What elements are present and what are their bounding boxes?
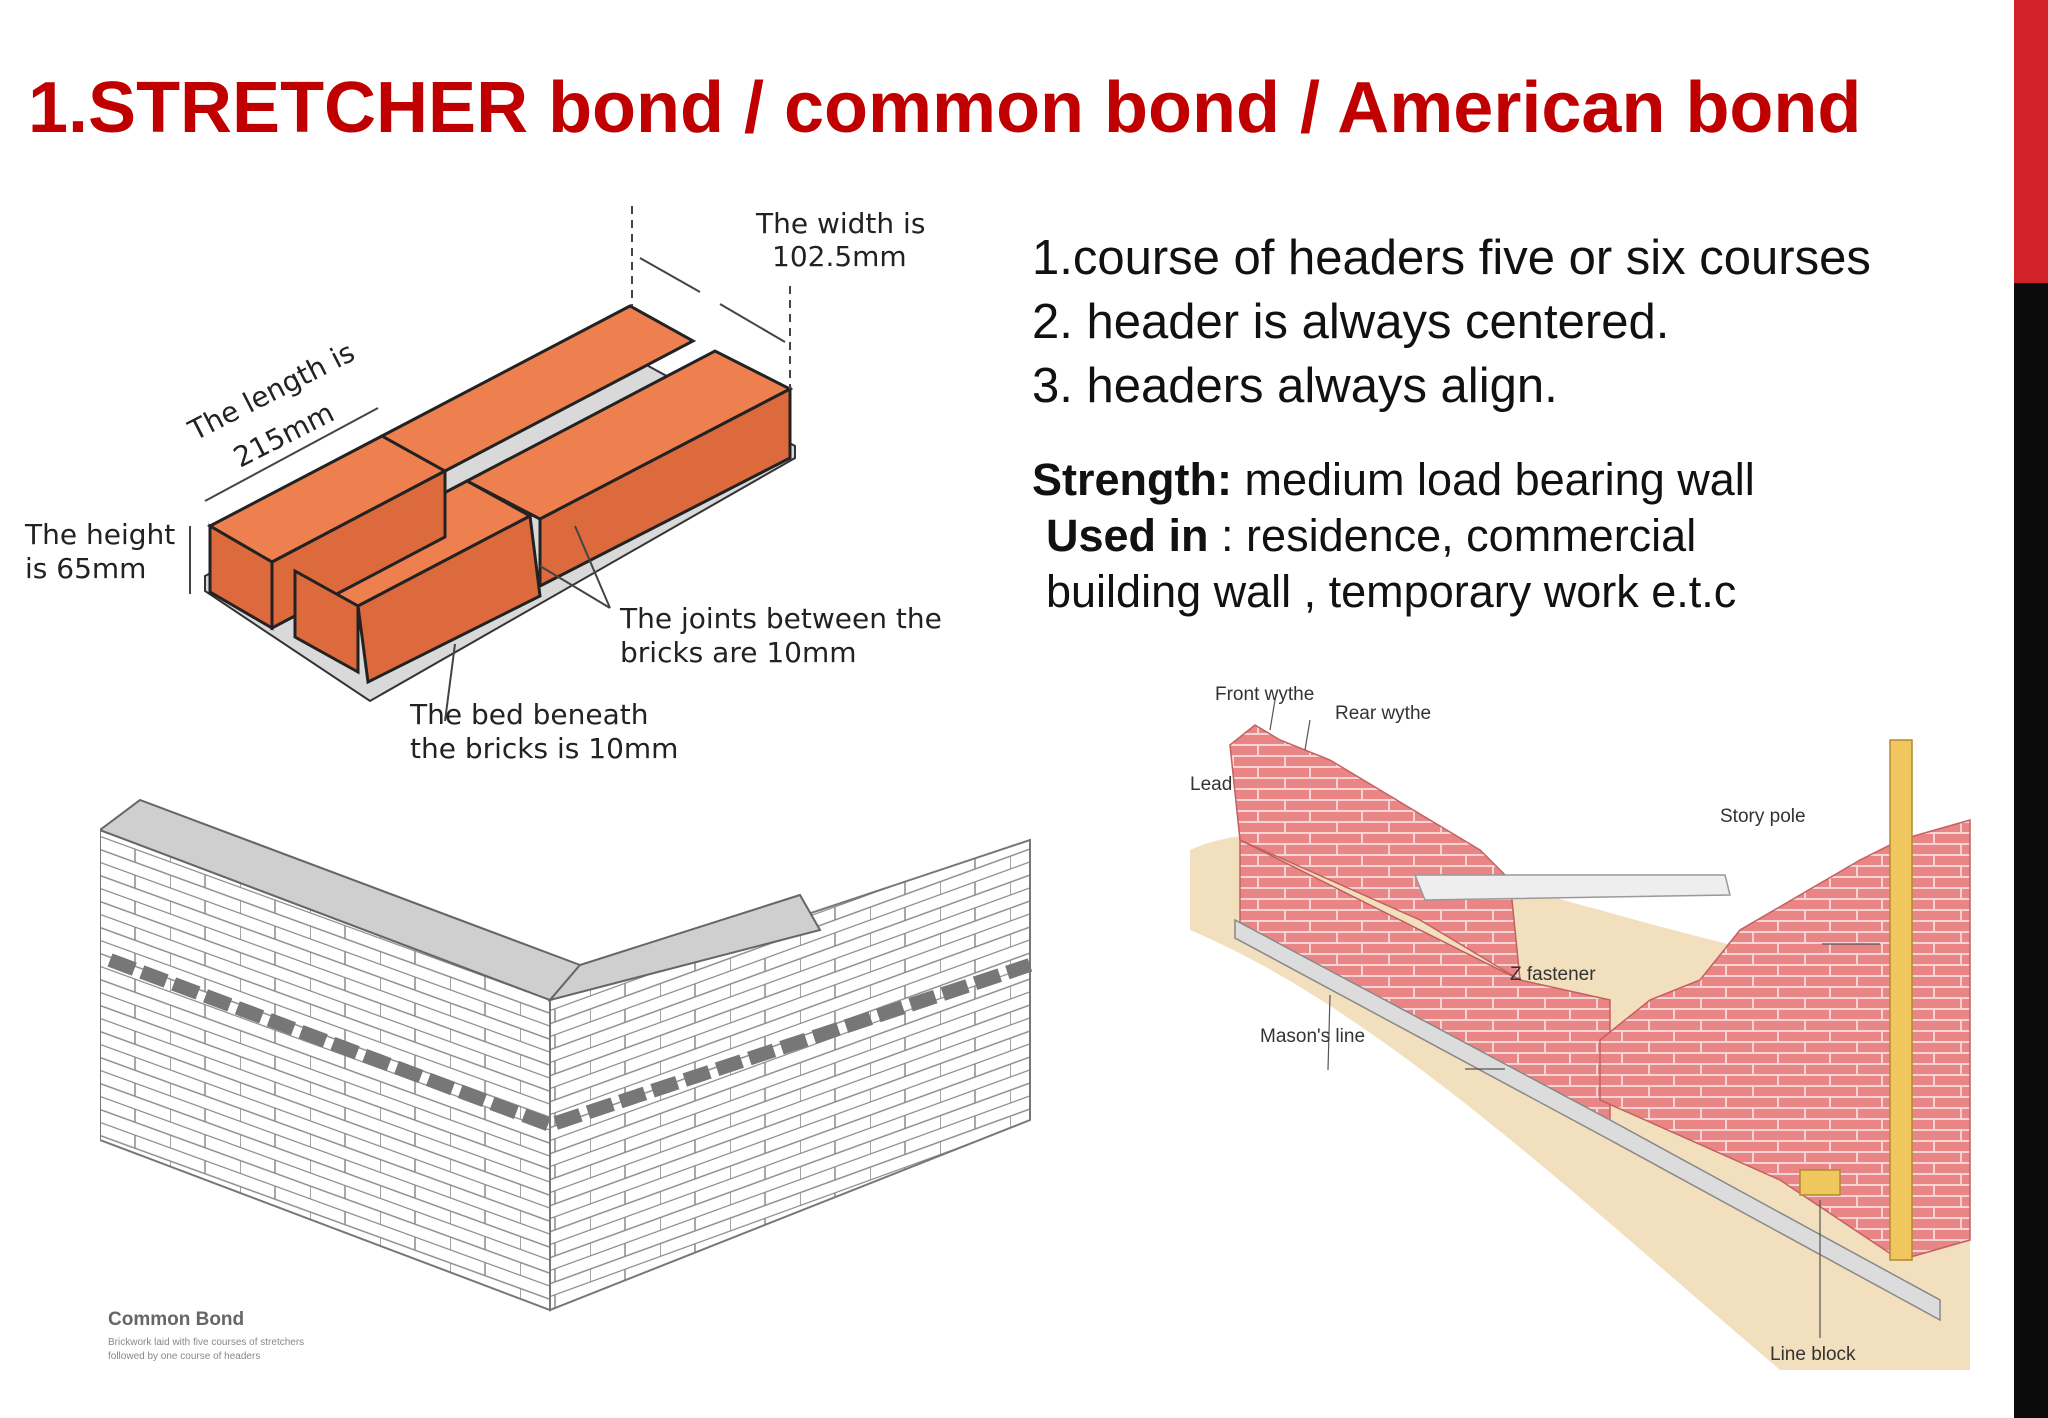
rear-wythe-label: Rear wythe — [1335, 703, 1431, 724]
sketch-caption-sub: Brickwork laid with five courses of stre… — [108, 1337, 304, 1348]
key-point: 2. header is always centered. — [1032, 295, 1670, 349]
used-in-label: Used in — [1046, 510, 1209, 561]
joints-label-value: bricks are 10mm — [620, 636, 857, 669]
accent-bar-red — [2014, 0, 2048, 283]
key-point: 3. headers always align. — [1032, 359, 1558, 413]
front-wythe-label: Front wythe — [1215, 684, 1314, 705]
z-fastener-label: Z fastener — [1510, 964, 1596, 985]
bed-label: The bed beneath — [409, 698, 649, 731]
used-in-value: : residence, commercial — [1208, 510, 1697, 561]
strength-label: Strength: — [1032, 454, 1232, 505]
bed-label-value: the bricks is 10mm — [410, 732, 678, 765]
used-in-line-2: building wall , temporary work e.t.c — [1046, 566, 1737, 617]
height-label: The height — [24, 518, 175, 551]
brick-dimension-diagram: The width is 102.5mm The length is 215mm… — [24, 206, 942, 765]
width-label: The width is — [755, 207, 925, 240]
lead-label: Lead — [1190, 774, 1232, 795]
strength-value: medium load bearing wall — [1231, 454, 1755, 505]
masons-line-label: Mason's line — [1260, 1026, 1365, 1047]
sketch-caption-sub: followed by one course of headers — [108, 1351, 260, 1362]
story-pole-label: Story pole — [1720, 806, 1806, 827]
accent-bar-black — [2014, 283, 2048, 1418]
strength-line: Strength: medium load bearing wall — [1032, 452, 1755, 508]
line-block-label: Line block — [1770, 1344, 1856, 1365]
width-label-value: 102.5mm — [772, 240, 907, 273]
slide-title: 1.STRETCHER bond / common bond / America… — [28, 68, 1862, 148]
common-bond-sketch: Common Bond Brickwork laid with five cou… — [100, 798, 1033, 1362]
sketch-caption: Common Bond — [108, 1309, 244, 1330]
height-label-value: is 65mm — [25, 552, 146, 585]
key-points-list: 1.course of headers five or six courses … — [1032, 226, 1871, 418]
joints-label: The joints between the — [619, 602, 942, 635]
bond-details: Strength: medium load bearing wall Used … — [1032, 452, 1755, 620]
key-point: 1.course of headers five or six courses — [1032, 231, 1871, 285]
used-in-line: Used in : residence, commercial — [1032, 508, 1755, 564]
wall-construction-illustration: Front wythe Rear wythe Lead Story pole Z… — [1190, 684, 1971, 1370]
